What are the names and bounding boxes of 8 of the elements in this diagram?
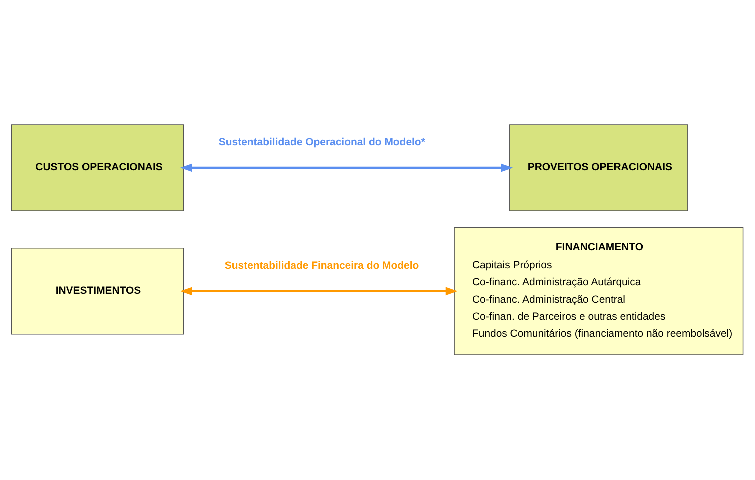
node-box: FINANCIAMENTO Capitais Próprios Co-financ. Administração Autárquica Co-financ. Administração Central Co-finan. de Parceiros e outras entidades Fundos Comunitários (financiamento não reembolsável) — [454, 227, 744, 356]
node-box: CUSTOS OPERACIONAIS — [11, 124, 184, 212]
arrow — [180, 164, 514, 172]
arrow — [180, 287, 458, 296]
node-box: INVESTIMENTOS — [11, 248, 184, 335]
edge-label: Sustentabilidade Operacional do Modelo* — [218, 138, 426, 149]
node-box: PROVEITOS OPERACIONAIS — [510, 124, 688, 212]
edge-label: Sustentabilidade Financeira do Modelo — [224, 261, 420, 272]
